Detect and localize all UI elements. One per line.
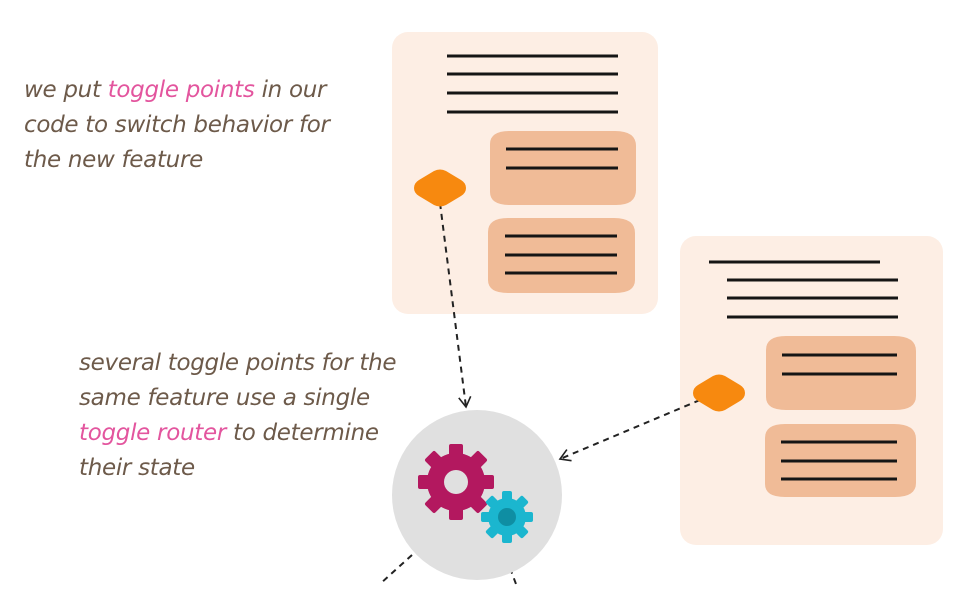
caption-1-line-2: code to switch behavior for xyxy=(24,112,330,138)
code-card-2 xyxy=(680,236,943,545)
caption-1-highlight: toggle points xyxy=(107,77,255,103)
arrow-toggle-point-2-to-router xyxy=(558,399,701,462)
caption-toggle-points: we put toggle points in our code to swit… xyxy=(24,73,364,178)
gear-large-icon xyxy=(418,444,494,520)
caption-1-line-1: we put toggle points in our xyxy=(24,73,364,108)
caption-1-line-3: the new feature xyxy=(24,147,203,173)
code-card-2-block-1 xyxy=(766,336,916,410)
code-card-2-block-2 xyxy=(765,424,916,497)
code-card-1-block-2 xyxy=(488,218,635,293)
caption-2-highlight: toggle router xyxy=(79,420,226,446)
router-output-line-left xyxy=(379,554,413,585)
code-card-2-text-lines xyxy=(709,260,898,319)
arrow-toggle-point-1-to-router xyxy=(439,202,472,409)
code-card-1 xyxy=(392,32,658,314)
caption-1-before: we put xyxy=(24,77,108,103)
toggle-point-1-icon xyxy=(414,169,466,207)
code-card-1-text-lines xyxy=(447,54,618,114)
caption-toggle-router: several toggle points for the same featu… xyxy=(79,346,419,486)
gear-small-icon xyxy=(481,491,533,543)
toggle-point-2-icon xyxy=(693,374,745,412)
code-card-1-block-1 xyxy=(490,131,636,205)
caption-2-line-3: toggle router to determine xyxy=(79,416,419,451)
caption-2-line-1: several toggle points for the xyxy=(79,350,397,376)
caption-1-after: in our xyxy=(254,77,327,103)
caption-2-line-4: their state xyxy=(79,455,195,481)
caption-2-line-2: same feature use a single xyxy=(79,385,370,411)
caption-2-after-highlight: to determine xyxy=(225,420,379,446)
